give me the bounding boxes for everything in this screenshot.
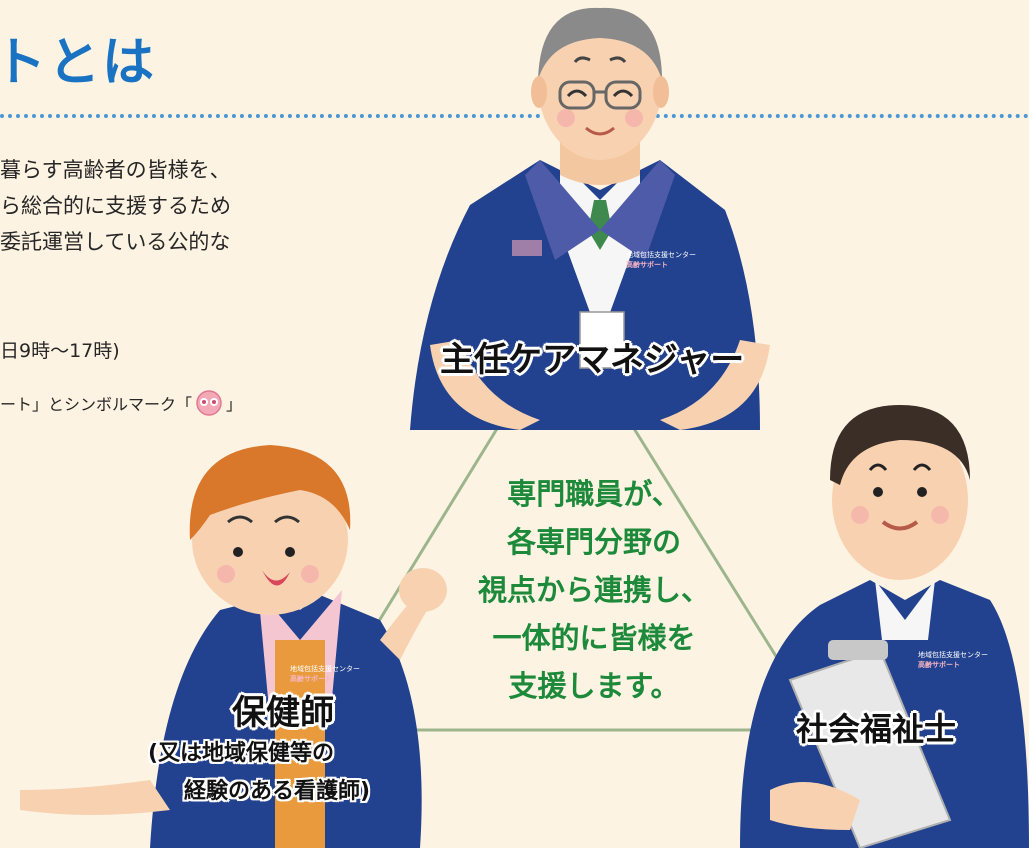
badge-line: 高齢サポート [918, 661, 960, 669]
symbol-note-text: ート」とシンボルマーク「 [0, 395, 193, 414]
social-worker-label: 社会福祉士 [796, 710, 957, 748]
page-title: トとは [0, 33, 157, 93]
triangle-connector [309, 315, 825, 732]
center-message: 専門職員が、 各専門分野の 視点から連携し、 一体的に皆様を 支援します。 [454, 470, 734, 710]
hours-text: 日9時〜17時) [0, 340, 120, 362]
message-line: 支援します。 [508, 669, 680, 703]
badge-line: 高齢サポート [626, 261, 668, 269]
intro-line: 暮らす高齢者の皆様を、 [0, 158, 231, 182]
intro-line: ら総合的に支援するため [0, 194, 231, 218]
badge-line: 地域包括支援センター [918, 651, 988, 659]
badge-line: 高齢サポート [290, 675, 332, 683]
public-nurse-label: 保健師 [232, 693, 334, 733]
message-line: 視点から連携し、 [477, 573, 710, 607]
jacket-badge: 地域包括支援センター 高齢サポート [290, 664, 360, 684]
badge-line: 地域包括支援センター [290, 665, 360, 673]
symbol-mark-note: ート」とシンボルマーク「 」 [0, 389, 242, 417]
care-manager-illustration [410, 7, 770, 430]
message-line: 専門職員が、 [507, 477, 681, 511]
symbol-note-text: 」 [226, 395, 243, 414]
care-manager-label: 主任ケアマネジャー [440, 340, 745, 380]
message-line: 各専門分野の [506, 525, 681, 559]
note-line: 経験のある看護師) [184, 779, 371, 804]
public-nurse-illustration [20, 445, 447, 848]
public-nurse-note: (又は地域保健等の 経験のある看護師) [148, 735, 370, 811]
symbol-mark-icon [196, 390, 222, 416]
message-line: 一体的に皆様を [492, 621, 696, 655]
badge-line: 地域包括支援センター [626, 251, 696, 259]
note-line: (又は地域保健等の [148, 741, 335, 766]
jacket-badge: 地域包括支援センター 高齢サポート [626, 250, 696, 270]
intro-line: 委託運営している公的な [0, 230, 231, 254]
jacket-badge: 地域包括支援センター 高齢サポート [918, 650, 988, 670]
social-worker-illustration [740, 405, 1029, 848]
intro-text: 暮らす高齢者の皆様を、 ら総合的に支援するため 委託運営している公的な [0, 152, 231, 260]
dotted-divider [0, 114, 1029, 118]
